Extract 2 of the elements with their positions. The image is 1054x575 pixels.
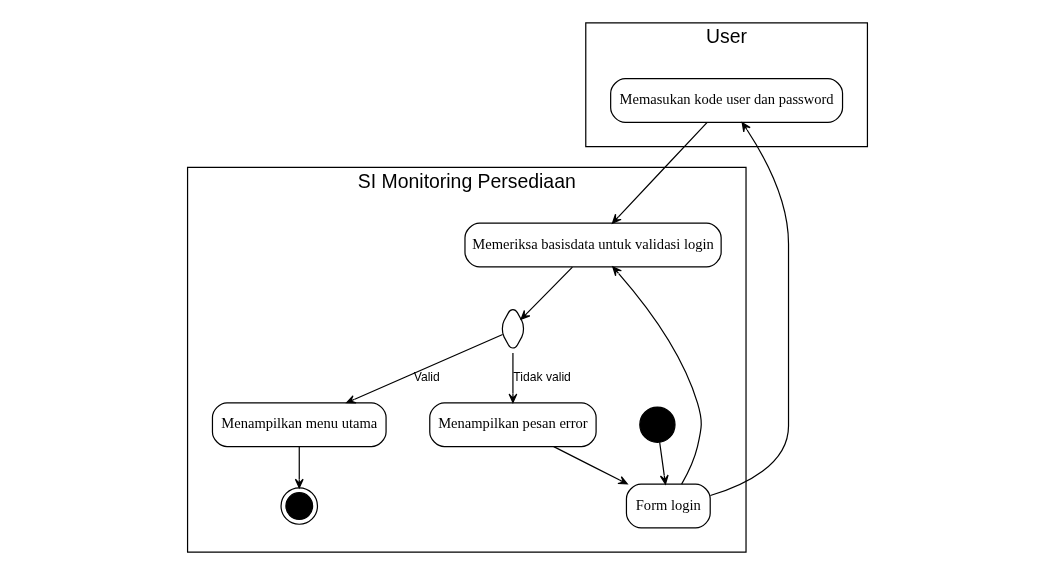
edge-label: Tidak valid: [512, 369, 571, 384]
edge-label: Valid: [413, 369, 440, 384]
